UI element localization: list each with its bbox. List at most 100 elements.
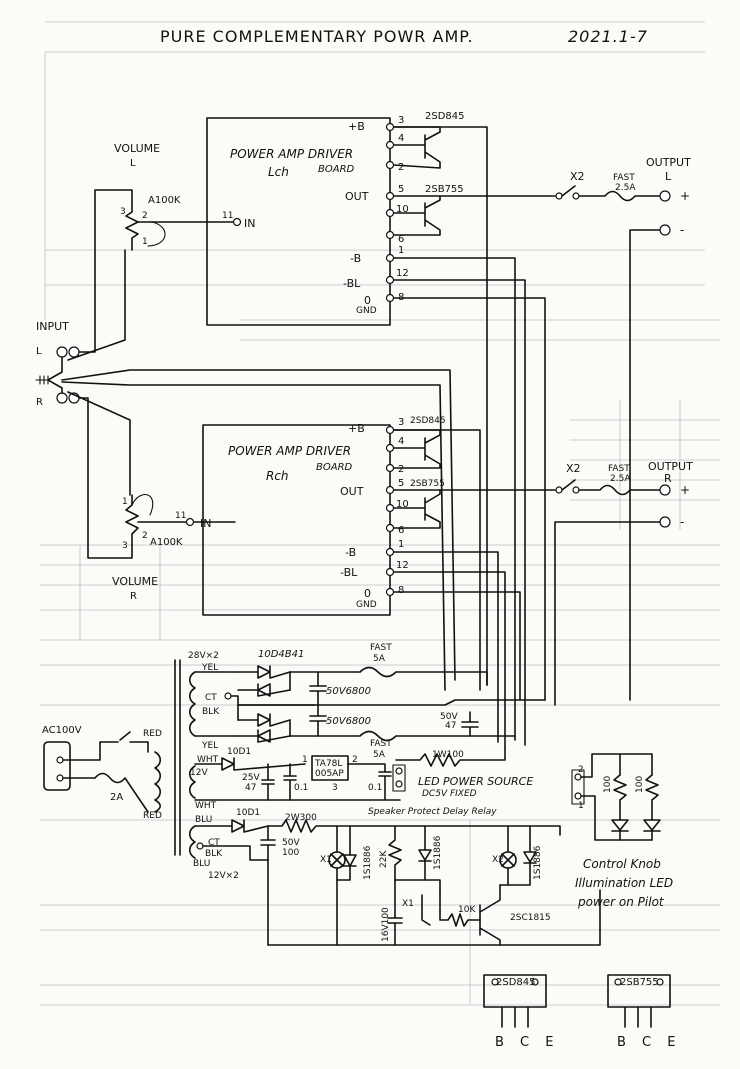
output-r-label: OUTPUT — [648, 460, 693, 473]
output-l-plus: + — [680, 189, 690, 203]
driver-l-terminal-5 — [385, 230, 395, 240]
volume-r-potentiometer — [125, 494, 139, 546]
pilot-led-1 — [611, 819, 629, 841]
volume-r-pin3: 3 — [122, 541, 128, 551]
bridge-diode-3 — [237, 713, 291, 727]
volume-r-label: VOLUME — [112, 575, 158, 588]
ac-fuse-rating: 2A — [110, 792, 123, 803]
led-cap-25v: 25V — [242, 773, 260, 783]
volume-r-channel: R — [130, 591, 137, 602]
sheet-date: 2021.1-7 — [568, 27, 648, 46]
regulator-pin-3: 3 — [332, 783, 338, 793]
pilot-r2: 100 — [635, 776, 645, 793]
cap-out-value: 47 — [445, 721, 456, 731]
driver-r-gnd-bus — [393, 591, 521, 701]
driver-l-terminal-8 — [385, 293, 395, 303]
input-l-jack — [56, 346, 68, 358]
relay-diode-2-symbol — [418, 825, 432, 881]
driver-l-minus-bl-bus — [393, 279, 526, 746]
driver-l-pin-num-6: 1 — [398, 245, 404, 256]
fuse-b-negative — [317, 730, 516, 742]
trans-ct2-terminal — [196, 842, 204, 850]
package-2sb755-hole-2 — [656, 978, 664, 986]
driver-r-pin-num-4: 10 — [396, 499, 409, 510]
relay-r22k: 22K — [379, 850, 389, 868]
pilot-note-3: power on Pilot — [577, 895, 665, 909]
filter-cap-2-label: 50V6800 — [326, 716, 371, 727]
ac-plug — [43, 741, 71, 791]
pilot-supply — [580, 753, 653, 778]
bridge-diode-1 — [237, 665, 291, 679]
bridge-diode-4 — [237, 729, 291, 743]
output-r: X2 FAST 2.5A OUTPUT R + - — [554, 460, 693, 706]
driver-r-minus-b-bus — [393, 551, 499, 743]
input-r-label: R — [36, 397, 43, 408]
trans-yel-2: YEL — [201, 741, 218, 751]
volume-r: VOLUME R A100K 1 2 3 — [112, 494, 236, 602]
driver-r-pin-label-7: -BL — [340, 566, 358, 579]
pilot-return — [580, 795, 653, 841]
driver-board-l-in-terminal — [232, 217, 242, 227]
driver-l-pin-label-0: +B — [348, 120, 365, 133]
driver-l-transistor-1: 2SD845 — [425, 111, 465, 122]
led-connector — [392, 764, 406, 792]
driver-board-l-board: BOARD — [318, 164, 355, 175]
ac-plug-pin-2 — [56, 774, 64, 782]
volume-l-pin3: 3 — [120, 207, 126, 217]
driver-board-r-outline — [202, 424, 391, 616]
led-rect-diode — [194, 757, 306, 771]
sheet-title: PURE COMPLEMENTARY POWR AMP. — [160, 27, 473, 46]
driver-board-r-board: BOARD — [316, 462, 353, 473]
driver-r-pin-num-1: 4 — [398, 436, 404, 447]
driver-l-pin-num-4: 10 — [396, 204, 409, 215]
driver-l-terminal-2 — [385, 160, 395, 170]
relay-resistor-22k — [388, 825, 402, 881]
driver-l-pin-num-5: 6 — [398, 234, 404, 245]
output-l-relay: X2 — [570, 170, 585, 183]
driver-r-terminal-6 — [385, 547, 395, 557]
led-cap-01: 0.1 — [294, 783, 308, 793]
ac-fuse — [62, 772, 149, 813]
output-r-relay: X2 — [566, 462, 581, 475]
trans-blu-2: BLU — [193, 859, 210, 869]
relay-timing-cap — [387, 879, 403, 946]
output-l-relay-contact — [561, 185, 576, 197]
resistor-1w100 — [395, 747, 506, 767]
driver-l-terminal-3 — [385, 191, 395, 201]
driver-r-pin-num-6: 1 — [398, 539, 404, 550]
relay-cap-16v: 16V100 — [381, 907, 391, 942]
volume-r-pin1: 1 — [122, 497, 128, 507]
output-l-minus: - — [680, 223, 684, 237]
input-ground-wires — [47, 356, 63, 394]
package-2sd845-pins: B C E — [495, 1035, 559, 1050]
ac-line-1 — [129, 741, 149, 753]
trans-led-coil — [188, 765, 196, 799]
led-source-label-2: DC5V FIXED — [422, 789, 477, 799]
driver-r-terminal-4 — [385, 503, 395, 513]
trans-hv-rating: 28V×2 — [188, 651, 219, 661]
driver-l-gnd-bus — [393, 297, 546, 701]
trans-ct-terminal — [224, 692, 232, 700]
fuse-b2-label: FAST — [370, 739, 392, 749]
driver-l-pin-num-7: 12 — [396, 268, 409, 279]
trans-blk-2: BLK — [205, 849, 223, 859]
driver-r-pin-label-6: -B — [345, 546, 356, 559]
relay-diode-3: 1S1886 — [533, 845, 543, 880]
pilot-pin-1: 1 — [578, 801, 584, 811]
relay-cap-symbol — [260, 825, 276, 946]
relay-ground-bus — [267, 889, 601, 946]
pilot-led: 2 1 100 100 Control Knob Illumination LE… — [571, 753, 673, 909]
driver-l-minus-b-bus — [393, 257, 516, 741]
led-cap-47: 47 — [245, 783, 256, 793]
output-l-fuse: FAST — [613, 173, 635, 183]
trans-blu-1: BLU — [195, 815, 212, 825]
primary-red-2: RED — [143, 811, 162, 821]
volume-r-value: A100K — [150, 537, 183, 548]
trans-wht-1: WHT — [197, 755, 219, 765]
driver-l-gnd: GND — [356, 306, 377, 316]
output-r-channel: R — [664, 472, 672, 485]
output-r-fuse-symbol — [578, 484, 661, 496]
output-l-channel: L — [665, 170, 672, 183]
input-section: INPUT L R — [35, 189, 456, 691]
